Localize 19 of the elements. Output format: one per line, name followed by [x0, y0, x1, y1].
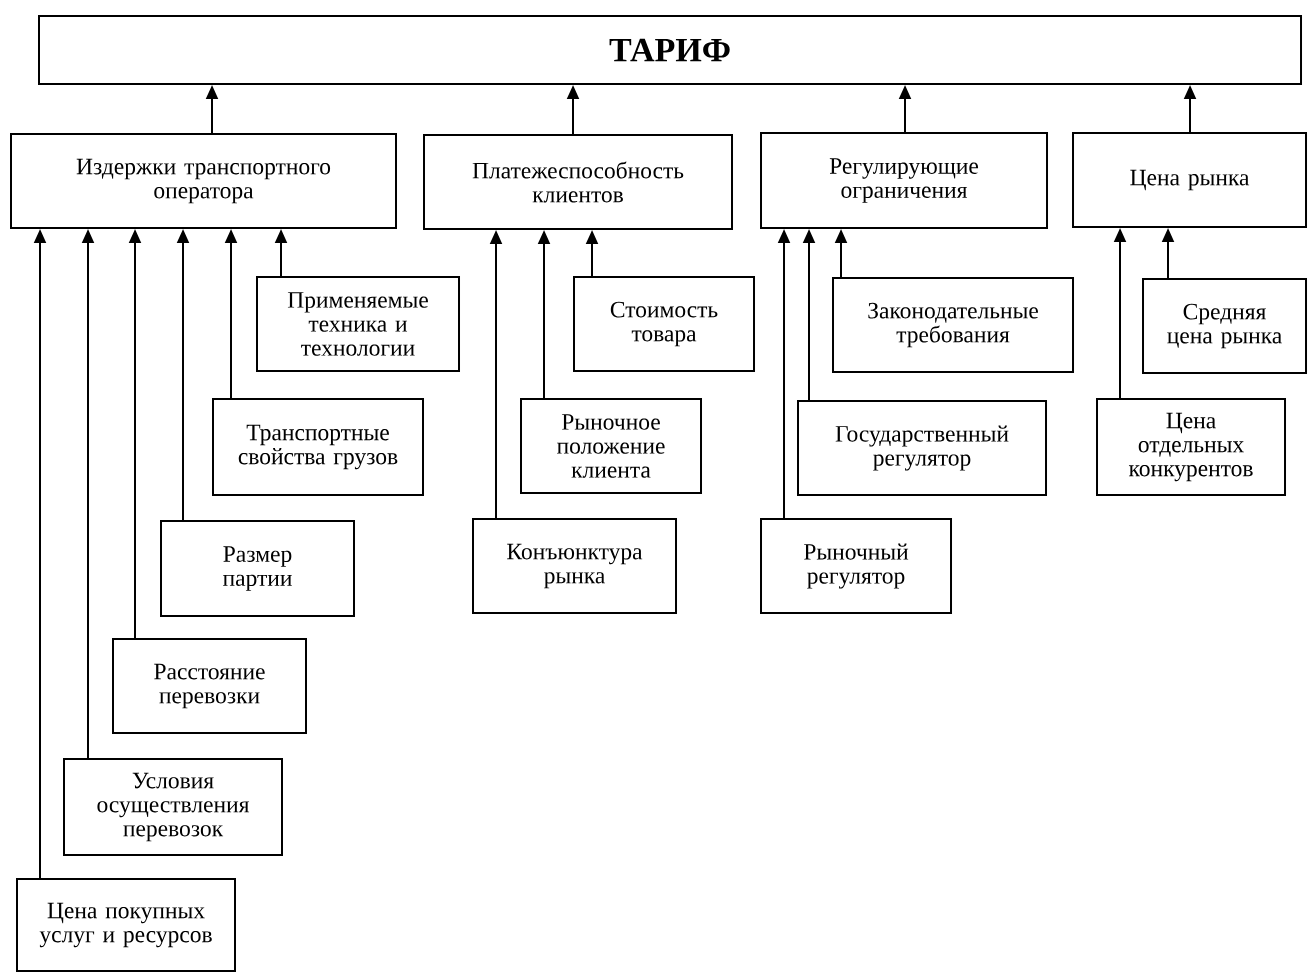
factor-box: Издержки транспортного оператора	[10, 133, 397, 229]
factor-box: Цена покупных услуг и ресурсов	[16, 878, 236, 972]
factor-box: Цена рынка	[1072, 132, 1307, 228]
factor-box: Расстояние перевозки	[112, 638, 307, 734]
factor-box: Размер партии	[160, 520, 355, 617]
factor-box: Транспортные свойства грузов	[212, 398, 424, 496]
factor-box: Рыночное положение клиента	[520, 398, 702, 494]
factor-box: Рыночный регулятор	[760, 518, 952, 614]
factor-box: Условия осуществления перевозок	[63, 758, 283, 856]
factor-box: Цена отдельных конкурентов	[1096, 398, 1286, 496]
factor-box: Государственный регулятор	[797, 400, 1047, 496]
factor-box: Стоимость товара	[573, 276, 755, 372]
factor-box: Платежеспособность клиентов	[423, 134, 733, 230]
title-box: ТАРИФ	[38, 15, 1302, 85]
factor-box: Законодательные требования	[832, 277, 1074, 373]
factor-box: Регулирующие ограничения	[760, 132, 1048, 229]
factor-box: Средняя цена рынка	[1142, 278, 1307, 374]
factor-box: Конъюнктура рынка	[472, 518, 677, 614]
factor-box: Применяемые техника и технологии	[256, 276, 460, 372]
